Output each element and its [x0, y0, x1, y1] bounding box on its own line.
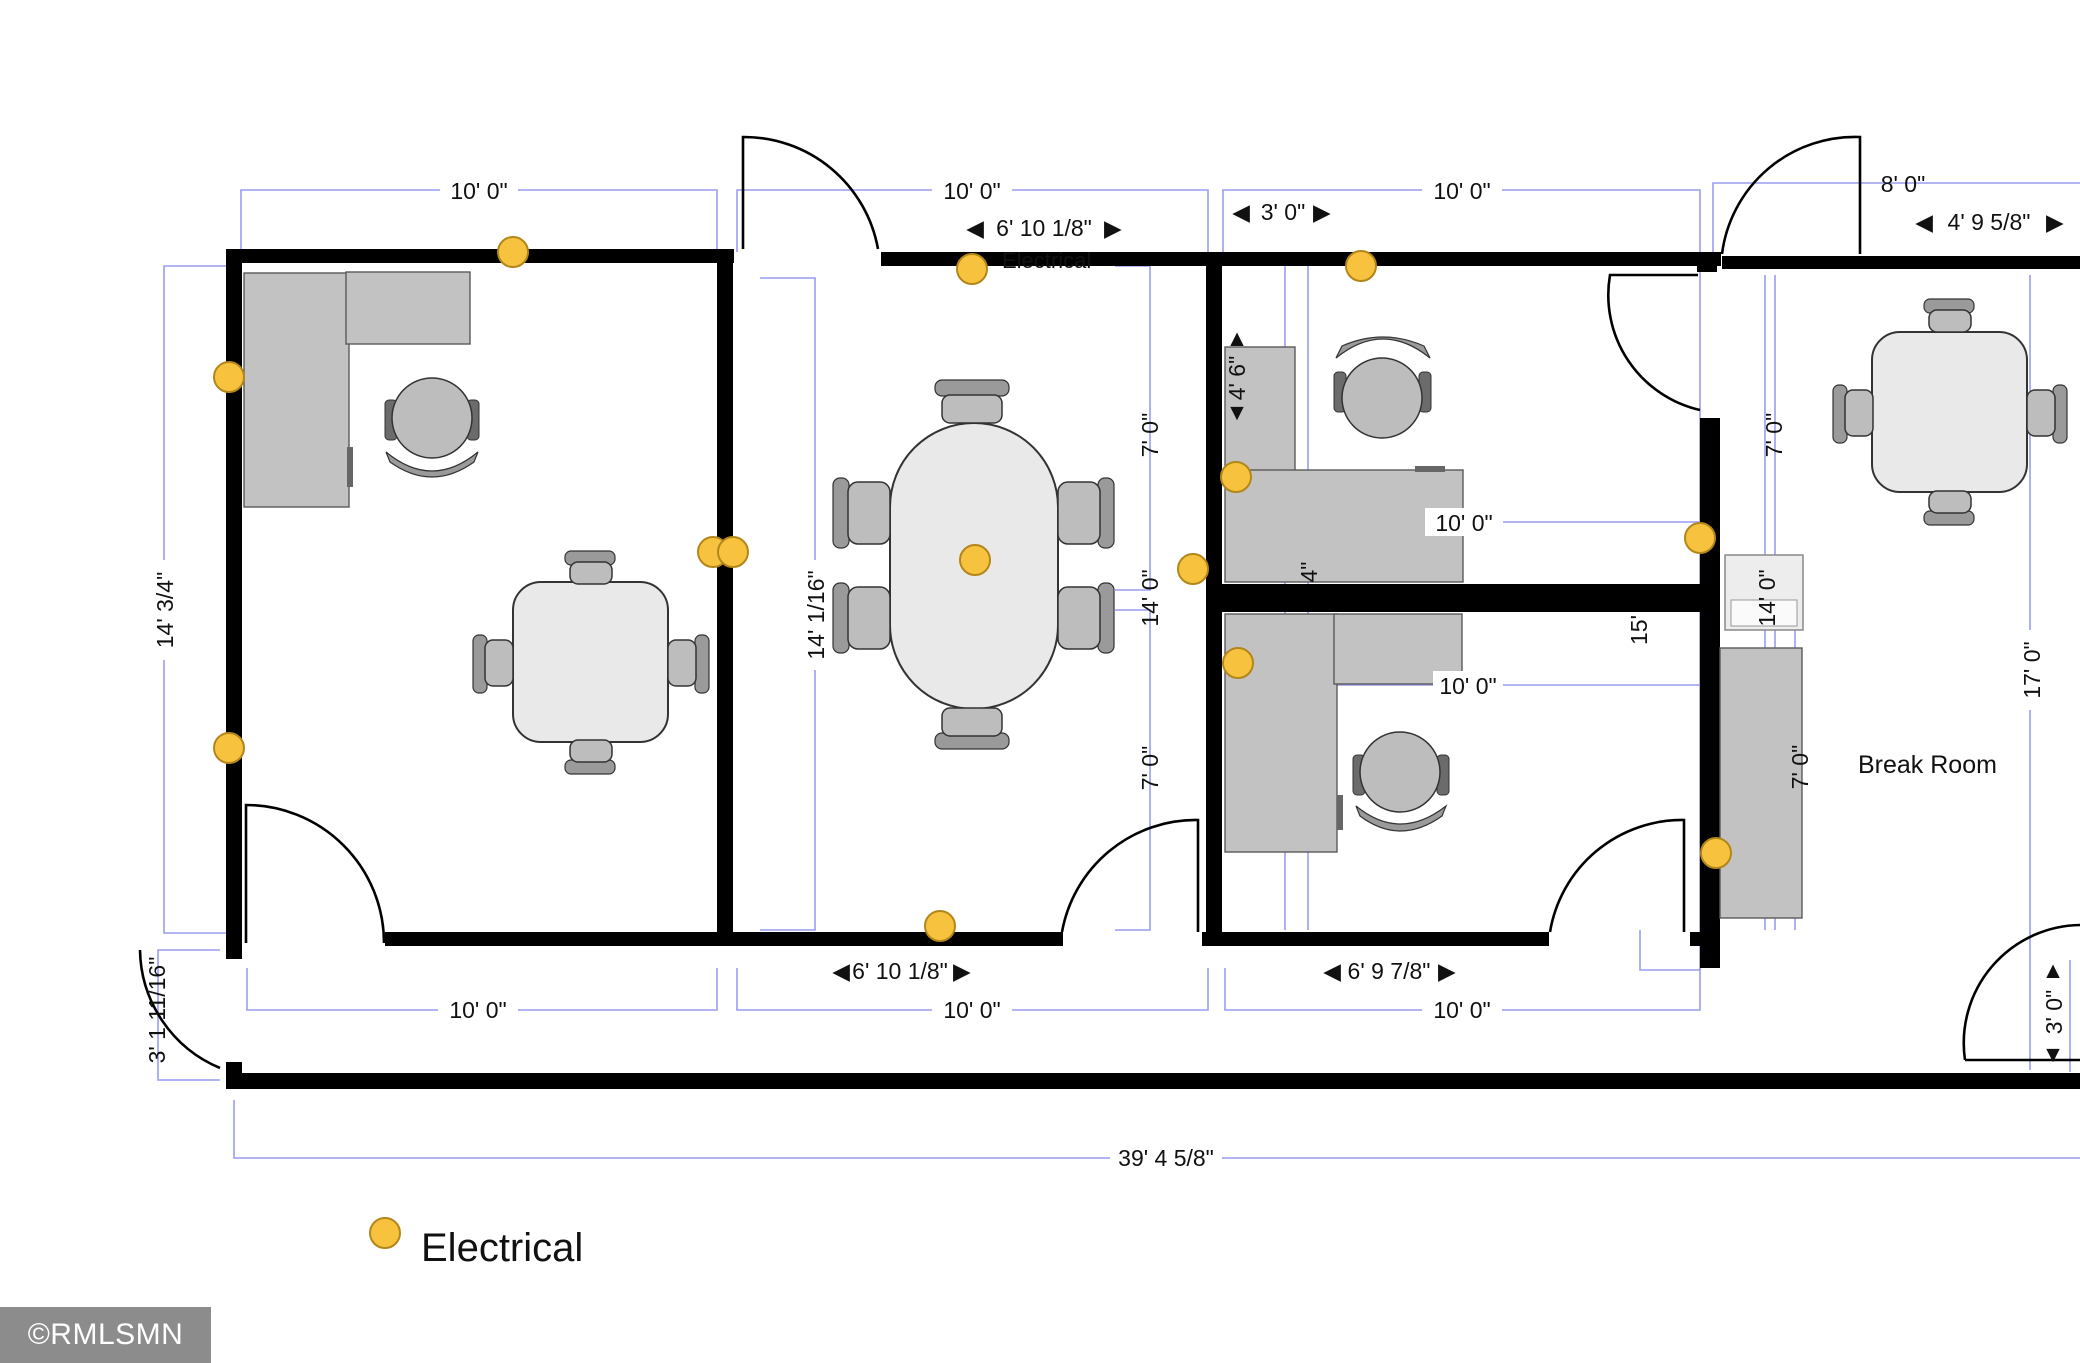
dim-conference-total: 14' 0"	[1137, 569, 1163, 626]
dim-overall-length: 39' 4 5/8"	[1118, 1145, 1214, 1171]
svg-text:▶: ▶	[953, 958, 971, 984]
svg-text:▼: ▼	[2042, 1041, 2065, 1067]
office-upper-door	[1607, 273, 1701, 412]
office1-chair	[384, 377, 480, 478]
office1-table-chairs	[472, 550, 710, 775]
svg-text:▼: ▼	[1226, 399, 1249, 425]
office-upper-chair	[1333, 336, 1432, 439]
break-room-door	[1720, 135, 1862, 255]
dim-break-door: 4' 9 5/8"	[1948, 209, 2031, 235]
dim-break-upper: 7' 0"	[1761, 413, 1787, 458]
dim-break-lower: 7' 0"	[1787, 745, 1813, 790]
dim-offices-total: 15'	[1626, 615, 1652, 645]
office-lower-chair	[1352, 731, 1450, 832]
dim-offices-bottom: 10' 0"	[1433, 997, 1490, 1023]
dim-office1-bottom: 10' 0"	[449, 997, 506, 1023]
svg-text:▶: ▶	[2046, 209, 2064, 235]
dim-conference-bottom: 10' 0"	[943, 997, 1000, 1023]
dim-hallway: 3' 1 11/16"	[144, 957, 170, 1064]
conference-chairs	[832, 379, 1115, 750]
dim-break-total: 14' 0"	[1754, 569, 1780, 626]
outlet	[959, 544, 991, 576]
dim-offices-wall-mark: 4"	[1296, 562, 1322, 583]
svg-text:▶: ▶	[1104, 215, 1122, 241]
conference-top-door	[741, 135, 880, 250]
legend-electrical-label: Electrical	[421, 1226, 583, 1270]
outlet	[924, 910, 956, 942]
dim-office-upper-door: 4' 6"	[1224, 356, 1250, 401]
dim-conference-top: 10' 0"	[943, 178, 1000, 204]
outlet	[497, 236, 529, 268]
outlet	[213, 732, 245, 764]
office1-door	[244, 803, 386, 944]
conference-bottom-door	[1060, 818, 1200, 933]
dim-offices-top: 10' 0"	[1433, 178, 1490, 204]
outlet	[956, 253, 988, 285]
walls	[226, 249, 2080, 1089]
outlet	[1684, 522, 1716, 554]
dim-conference-door-bottom: 6' 10 1/8"	[852, 958, 948, 984]
dim-conference-door-top: 6' 10 1/8"	[996, 215, 1092, 241]
electrical-outlets	[213, 236, 1732, 942]
svg-text:◀: ◀	[832, 958, 850, 984]
watermark: ©RMLSMN	[0, 1307, 211, 1363]
dim-offices-door-top: 3' 0"	[1261, 199, 1306, 225]
legend-electrical-icon	[369, 1217, 401, 1249]
svg-text:▶: ▶	[1438, 958, 1456, 984]
outlet	[1345, 250, 1377, 282]
svg-text:▲: ▲	[2042, 957, 2065, 983]
dim-break-side-door: 3' 0"	[2041, 990, 2067, 1035]
break-room-chairs	[1832, 298, 2068, 526]
dim-office-lower-width: 10' 0"	[1439, 673, 1496, 699]
dim-office1-height: 14' 3/4"	[152, 572, 178, 649]
dim-office1-top: 10' 0"	[450, 178, 507, 204]
outlet	[213, 361, 245, 393]
outlet	[1700, 837, 1732, 869]
legend: Electrical	[369, 1217, 583, 1270]
svg-text:▶: ▶	[1313, 199, 1331, 225]
hallway-door	[138, 949, 221, 1070]
break-room-label: Break Room	[1858, 751, 1997, 779]
dim-office-lower-door: 6' 9 7/8"	[1348, 958, 1431, 984]
dim-office-upper-width: 10' 0"	[1435, 510, 1492, 536]
outlet	[1222, 647, 1254, 679]
dim-conference-lower: 7' 0"	[1137, 746, 1163, 791]
outlet	[717, 536, 749, 568]
doors	[138, 135, 2080, 1070]
outlet	[1177, 553, 1209, 585]
dim-conference-height: 14' 1/16"	[803, 570, 829, 659]
svg-text:◀: ◀	[1323, 958, 1341, 984]
dim-conference-upper: 7' 0"	[1137, 413, 1163, 458]
outlet	[1220, 461, 1252, 493]
dim-partial-electrical: Electrical	[1002, 248, 1091, 273]
svg-text:◀: ◀	[966, 215, 984, 241]
svg-text:▲: ▲	[1226, 325, 1249, 351]
dim-break-full: 17' 0"	[2019, 641, 2045, 698]
dim-break-top: 8' 0"	[1881, 171, 1926, 197]
dimension-labels: 10' 0" 10' 0" 10' 0" 8' 0" ◀ 6' 10 1/8" …	[144, 171, 2067, 1172]
svg-text:◀: ◀	[1915, 209, 1933, 235]
break-side-door	[1962, 923, 2080, 1061]
office-lower-door	[1548, 818, 1686, 933]
svg-text:◀: ◀	[1232, 199, 1250, 225]
